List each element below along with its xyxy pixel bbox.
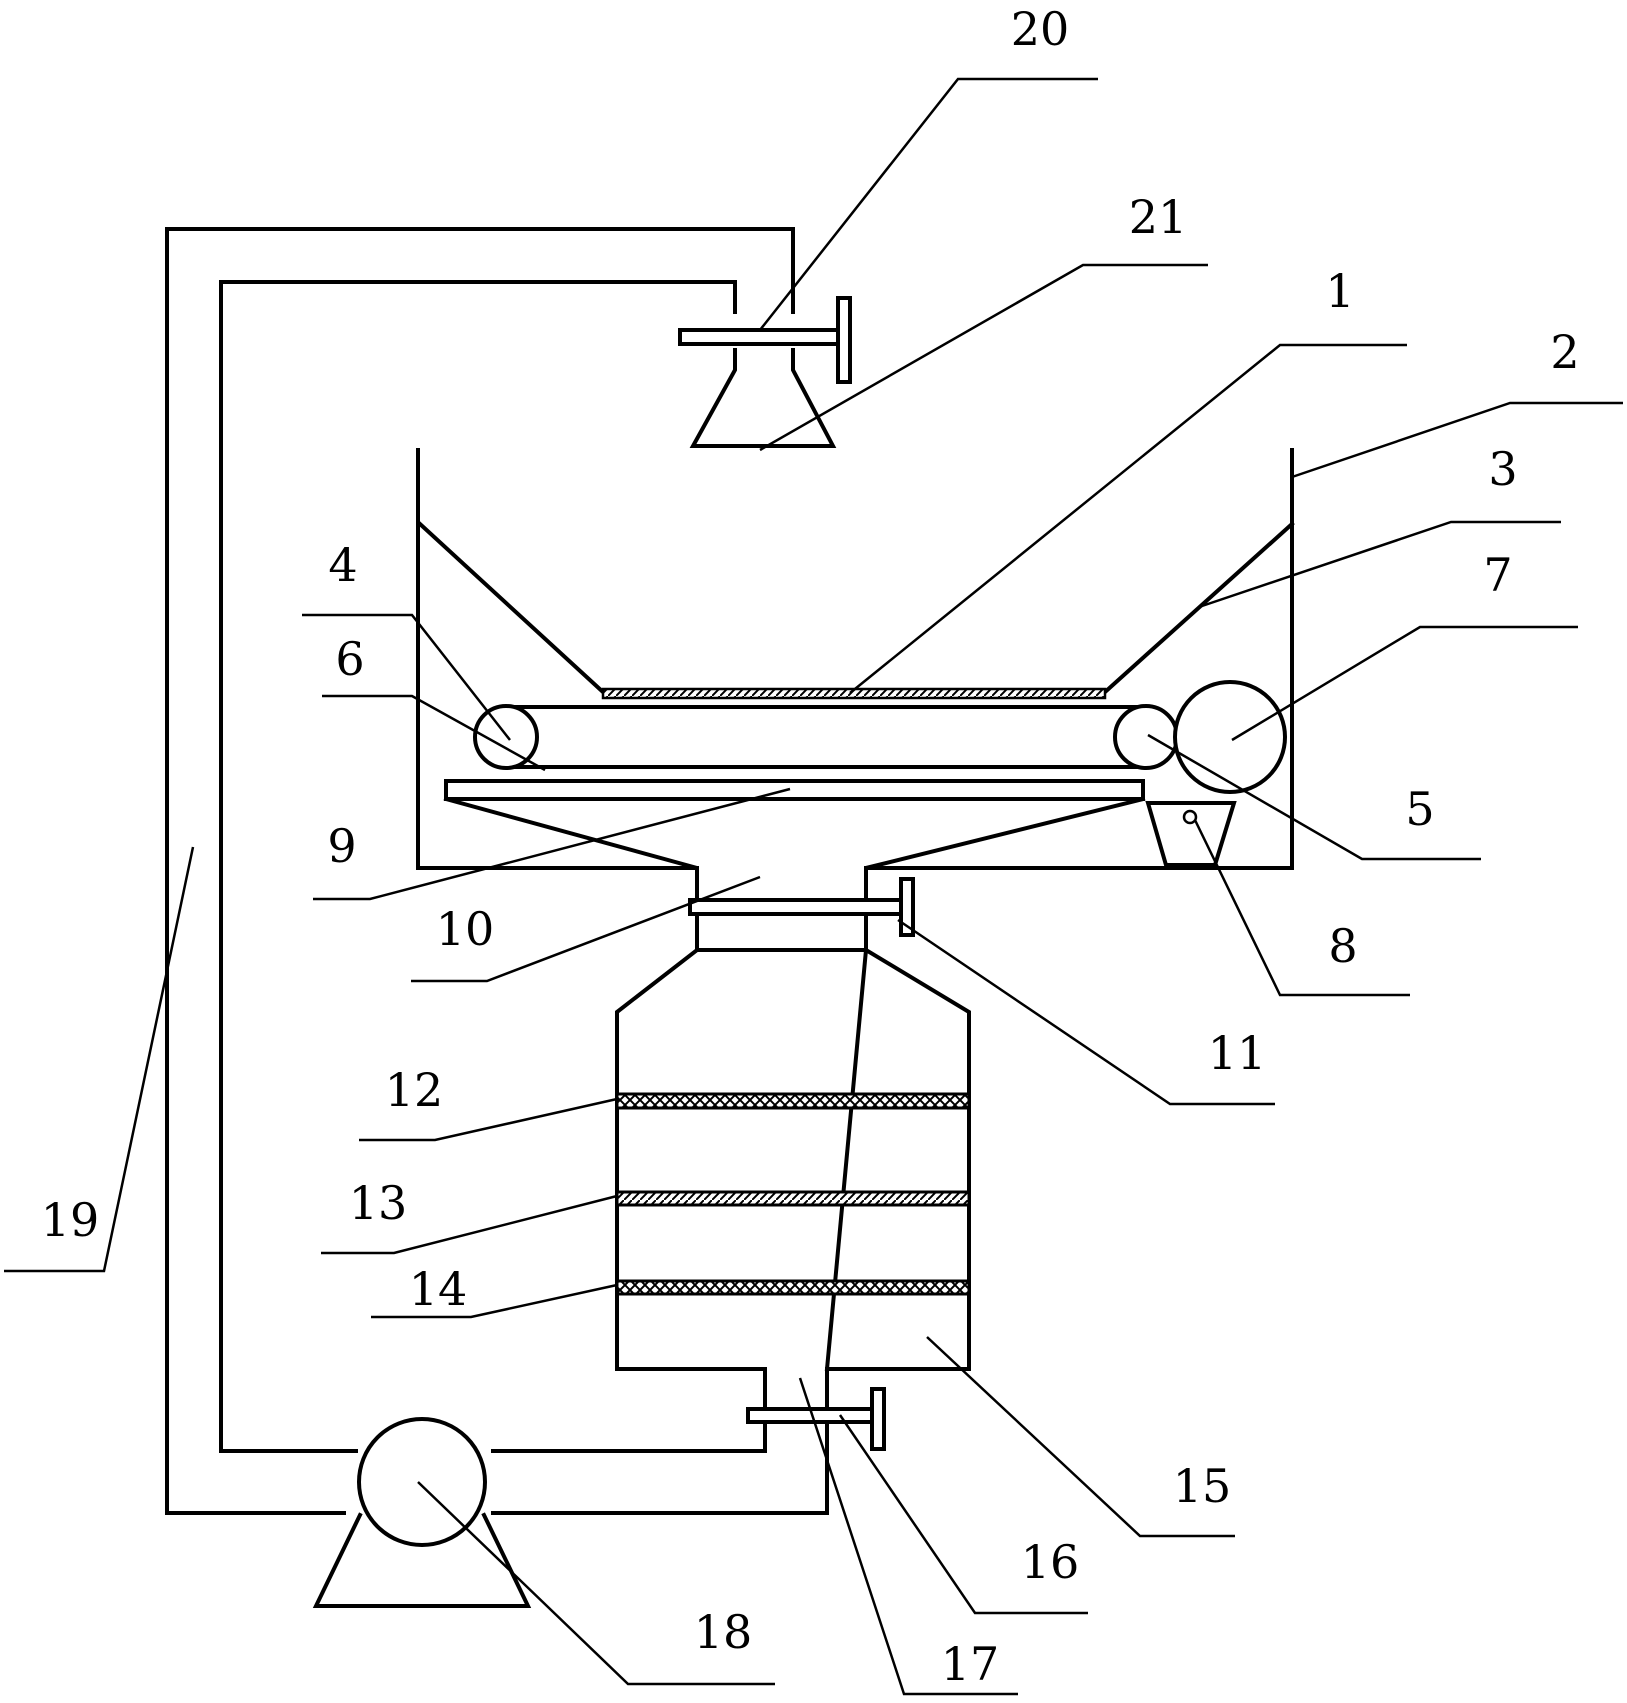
top-valve-stem [678,328,842,346]
return-pipe [165,227,829,1515]
label-3: 3 [1488,442,1517,496]
label-11: 11 [1208,1026,1267,1080]
label-8: 8 [1328,919,1357,973]
label-18: 18 [694,1605,753,1659]
top-valve [678,296,852,384]
label-5: 5 [1405,782,1434,836]
left-roller [473,704,539,770]
hopper-right-plate [1102,521,1295,695]
label-2: 2 [1550,325,1579,379]
drive-motor [1173,680,1287,794]
label-21: 21 [1129,190,1188,244]
label-12: 12 [385,1063,444,1117]
filter-layer-lower [615,1279,971,1296]
label-4: 4 [328,538,357,592]
hopper-left-plate [417,521,606,695]
collection-tray [1145,801,1237,867]
right-roller [1113,704,1179,770]
label-19: 19 [41,1193,100,1247]
filter-column [615,946,971,1371]
outlet-valve-handle [899,877,915,937]
label-1: 1 [1325,264,1354,318]
bottom-valve-handle [870,1387,886,1451]
label-14: 14 [409,1262,468,1316]
leader-lines [4,77,1623,1696]
label-20: 20 [1011,2,1070,56]
label-15: 15 [1173,1459,1232,1513]
label-16: 16 [1021,1535,1080,1589]
circulation-pump [312,1417,532,1608]
label-17: 17 [941,1637,1000,1691]
label-7: 7 [1483,548,1512,602]
part-labels: 20 21 1 2 3 7 4 6 5 9 10 8 11 12 13 19 1… [41,2,1580,1691]
label-6: 6 [335,632,364,686]
outlet-valve-stem [688,898,907,916]
label-13: 13 [349,1176,408,1230]
filter-layer-upper [615,1092,971,1110]
bottom-valve [746,1387,886,1451]
label-9: 9 [327,819,356,873]
filter-layer-middle [615,1190,971,1207]
collecting-funnel [443,779,1146,900]
conveyor-belt [503,705,1148,769]
label-10: 10 [436,902,495,956]
spray-nozzle [689,348,837,448]
top-valve-handle [836,296,852,384]
outlet-valve [688,877,915,952]
tank-wall [416,448,1294,870]
